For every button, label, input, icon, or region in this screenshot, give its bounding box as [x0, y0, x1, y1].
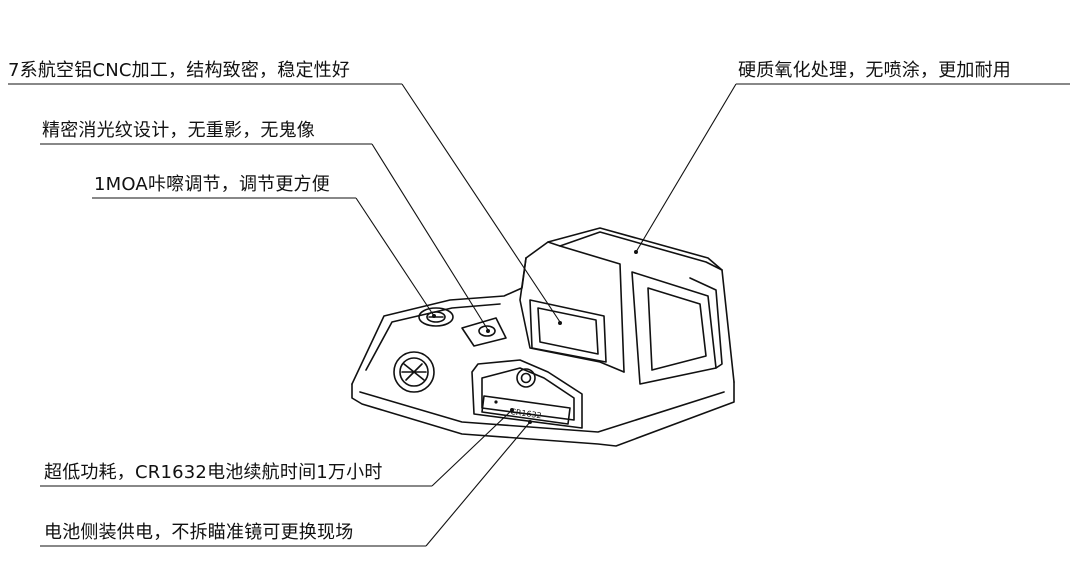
callout-side-battery: 电池侧装供电，不拆瞄准镜可更换现场 [44, 522, 354, 543]
rear-deck-inner [365, 303, 501, 371]
battery-screw-inner [520, 372, 532, 384]
side-dial-inner [399, 357, 429, 387]
hood-top-ridge [547, 227, 723, 271]
hood-left-pillar-edge [519, 257, 625, 373]
anchor-dot-anodized [634, 250, 638, 254]
anchor-dot-aluminum [558, 321, 562, 325]
side-dial-knurl [401, 363, 427, 381]
battery-cover [481, 395, 571, 425]
hood-outer [525, 231, 735, 383]
top-adjuster-housing [461, 317, 507, 347]
leader-anodized [635, 83, 737, 253]
side-dial-outer [393, 351, 435, 393]
callout-moa-click: 1MOA咔嚓调节，调节更方便 [94, 174, 330, 195]
callout-hard-anodized: 硬质氧化处理，无喷涂，更加耐用 [738, 60, 1011, 81]
moa-turret-inner [426, 311, 446, 323]
leader-side-battery [425, 421, 531, 547]
leader-anti-glare [371, 143, 489, 331]
lens-screen [529, 299, 607, 363]
battery-cover-label: CR1632 [510, 407, 542, 420]
anchor-dot-moa [432, 314, 436, 318]
battery-cover-dot [494, 400, 498, 404]
battery-screw [516, 368, 536, 388]
top-adjuster [478, 325, 496, 337]
battery-compartment [471, 359, 583, 429]
leader-aluminum [401, 83, 561, 323]
callout-anti-glare: 精密消光纹设计，无重影，无鬼像 [42, 120, 315, 141]
callout-low-power: 超低功耗，CR1632电池续航时间1万小时 [44, 462, 383, 483]
lens-screen-inner [537, 307, 599, 355]
moa-turret [418, 307, 454, 327]
hood-window-bevel [689, 277, 723, 369]
hood-window-opening [647, 287, 707, 371]
anchor-dot-side-battery [528, 420, 532, 424]
hood-left-pillar [559, 245, 625, 373]
sight-base-bottom-edge [359, 391, 725, 433]
leader-moa [355, 197, 435, 317]
leader-low-power [431, 409, 513, 487]
anchor-dot-anti-glare [486, 329, 490, 333]
anchor-dot-low-power [510, 408, 514, 412]
callout-aluminum-cnc: 7系航空铝CNC加工，结构致密，稳定性好 [8, 60, 351, 81]
sight-base-outline [351, 381, 735, 447]
